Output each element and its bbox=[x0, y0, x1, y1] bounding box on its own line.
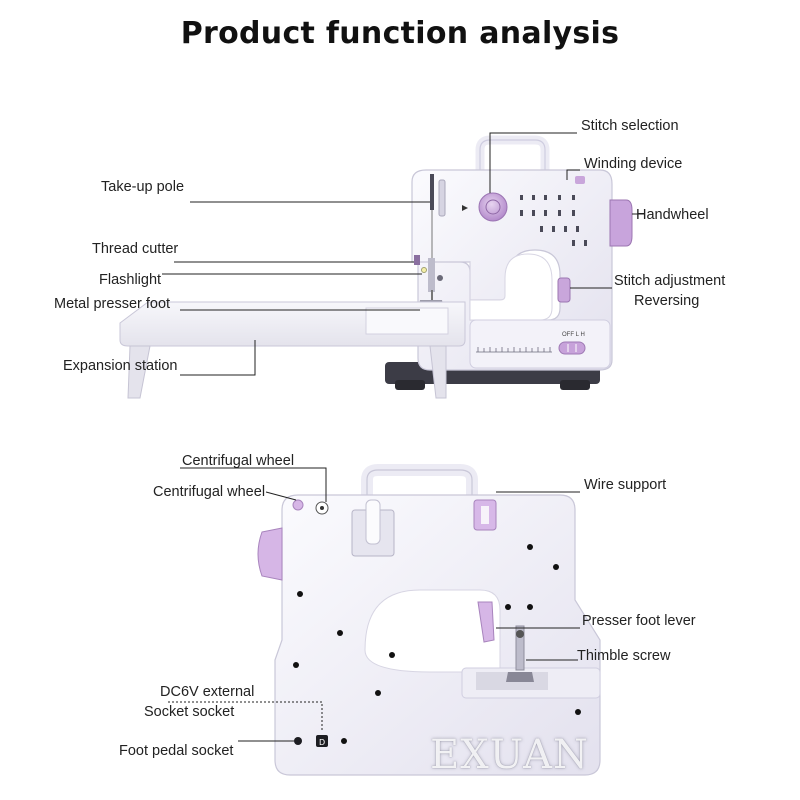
stitch-pattern-chart bbox=[520, 195, 587, 246]
stitch-adjustment-lever[interactable] bbox=[557, 277, 571, 303]
rear-throat-opening bbox=[364, 589, 501, 673]
label-socket-socket: Socket socket bbox=[144, 704, 235, 720]
svg-text:D: D bbox=[319, 738, 325, 747]
label-flashlight: Flashlight bbox=[99, 272, 162, 288]
leader-winding-device bbox=[566, 169, 580, 180]
throat-opening bbox=[469, 253, 553, 321]
label-winding-device: Winding device bbox=[584, 156, 683, 172]
label-presser-foot-lever: Presser foot lever bbox=[582, 613, 696, 629]
label-thread-cutter: Thread cutter bbox=[92, 241, 179, 257]
leader-dc6v bbox=[168, 701, 323, 732]
power-switch-label: OFF L H bbox=[562, 332, 585, 338]
leader-centrifugal-wheel-2 bbox=[265, 491, 297, 501]
label-centrifugal-wheel-2: Centrifugal wheel bbox=[153, 484, 266, 500]
label-stitch-selection: Stitch selection bbox=[581, 118, 679, 134]
label-centrifugal-wheel-1: Centrifugal wheel bbox=[182, 453, 295, 469]
leader-expansion-station bbox=[180, 340, 256, 376]
thimble-screw[interactable] bbox=[516, 630, 524, 638]
leader-stitch-selection bbox=[489, 132, 577, 193]
page-title: Product function analysis bbox=[180, 16, 620, 51]
leader-centrifugal-wheel-1 bbox=[180, 467, 327, 502]
label-dc6v-external: DC6V external bbox=[160, 684, 255, 700]
top-callout-lines bbox=[162, 132, 644, 376]
label-thimble-screw: Thimble screw bbox=[577, 648, 671, 664]
winding-device[interactable] bbox=[575, 176, 585, 184]
screw-holes bbox=[293, 544, 581, 744]
rear-handwheel bbox=[257, 527, 283, 581]
label-handwheel: Handwheel bbox=[636, 207, 709, 223]
bottom-callout-lines bbox=[168, 467, 580, 742]
foot-pedal-socket[interactable] bbox=[294, 737, 302, 745]
take-up-pole bbox=[430, 174, 434, 210]
label-wire-support: Wire support bbox=[584, 477, 667, 493]
ruler-scale bbox=[476, 347, 552, 353]
bottom-sewing-machine: D bbox=[257, 464, 601, 776]
label-reversing: Reversing bbox=[634, 293, 700, 309]
stitch-selection-dial[interactable] bbox=[478, 192, 508, 222]
watermark: EXUAN bbox=[430, 732, 590, 778]
label-stitch-adjustment: Stitch adjustment bbox=[614, 273, 726, 289]
thread-spool bbox=[365, 499, 381, 545]
label-take-up-pole: Take-up pole bbox=[101, 179, 185, 195]
dc6v-socket[interactable] bbox=[316, 735, 328, 747]
label-expansion-station: Expansion station bbox=[63, 358, 178, 374]
handwheel[interactable] bbox=[609, 199, 633, 247]
power-switch[interactable] bbox=[558, 341, 586, 355]
top-sewing-machine: OFF L H bbox=[119, 135, 633, 399]
label-metal-presser-foot: Metal presser foot bbox=[54, 296, 171, 312]
presser-foot-lever[interactable] bbox=[477, 601, 495, 643]
label-foot-pedal-socket: Foot pedal socket bbox=[119, 743, 234, 759]
